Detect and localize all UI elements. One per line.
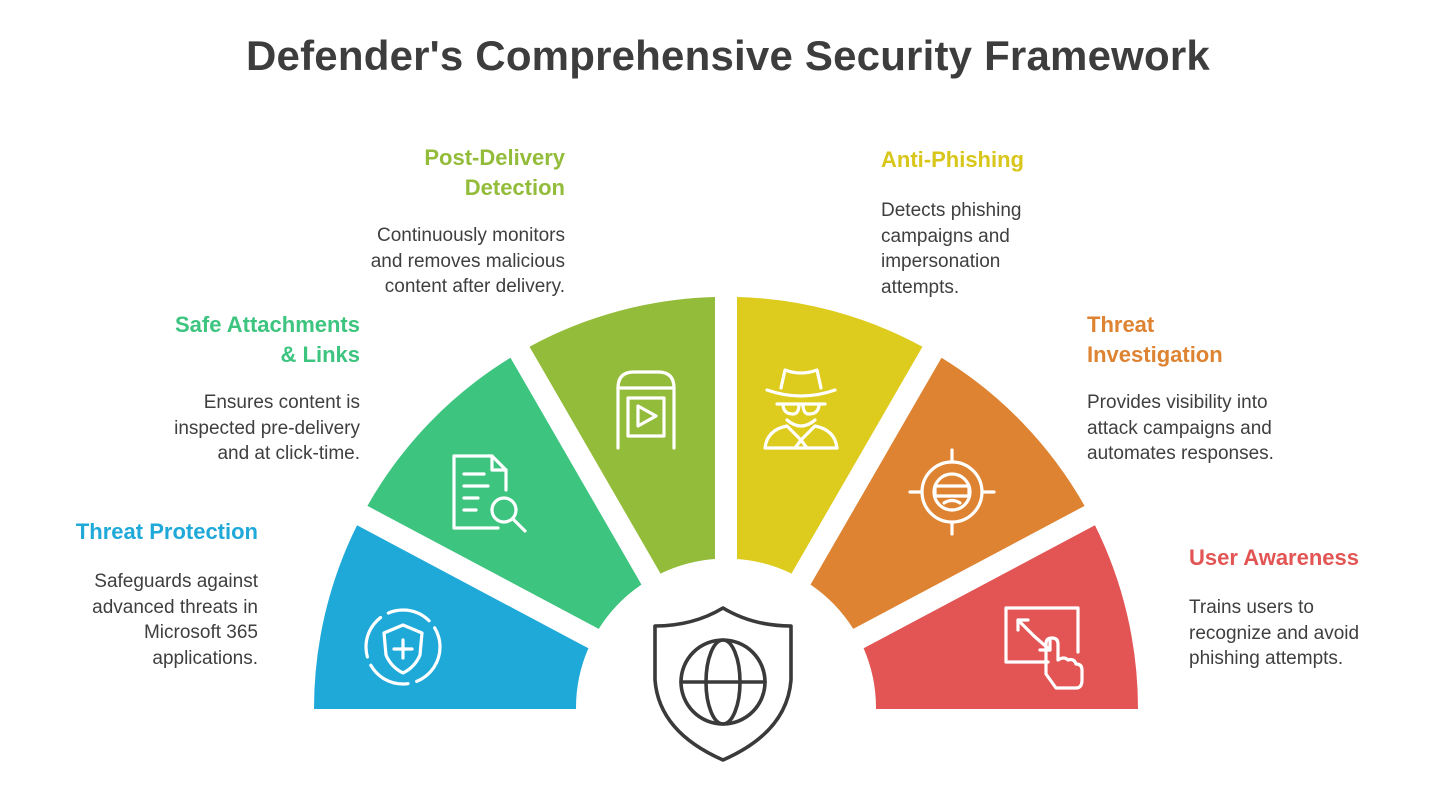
heading-line: User Awareness [1189,545,1359,570]
description-line: Trains users to [1189,597,1314,618]
heading-line: Detection [464,175,565,200]
label-post-delivery: Post-Delivery Detection Continuously mon… [285,143,565,300]
description-user-awareness: Trains users to recognize and avoid phis… [1189,595,1429,672]
description-safe-attachments: Ensures content is inspected pre-deliver… [90,390,360,467]
segment-post-delivery [529,297,715,574]
spy-icon [763,368,839,450]
description-line: and removes malicious [370,250,565,272]
label-user-awareness: User Awareness Trains users to recognize… [1189,543,1429,672]
description-line: Microsoft 365 [143,622,258,643]
segment-threat-investigation [810,357,1085,629]
shield-plus-icon [364,608,442,686]
heading-line: Threat Protection [75,519,258,544]
heading-threat-protection: Threat Protection [20,517,258,547]
description-line: Safeguards against [94,571,258,592]
description-line: Ensures content is [203,392,360,413]
description-line: Provides visibility into [1087,392,1268,413]
description-line: and at click-time. [217,443,360,464]
description-line: Continuously monitors [377,225,565,246]
description-line: automates responses. [1087,443,1274,464]
heading-line: & Links [280,342,360,367]
label-anti-phishing: Anti-Phishing Detects phishing campaigns… [881,145,1141,300]
description-line: recognize and avoid [1189,622,1360,644]
label-safe-attachments: Safe Attachments & Links Ensures content… [90,310,360,467]
heading-line: Anti-Phishing [881,147,1024,172]
heading-line: Safe Attachments [174,312,360,337]
description-line: inspected pre-delivery [174,417,360,439]
document-search-icon [452,454,527,533]
description-post-delivery: Continuously monitors and removes malici… [285,223,565,300]
segment-threat-protection [313,525,589,709]
segment-safe-attachments [367,357,642,629]
touch-resize-icon [1004,606,1084,690]
description-line: Detects phishing [881,200,1022,221]
description-line: content after delivery. [384,276,565,297]
description-threat-investigation: Provides visibility into attack campaign… [1087,390,1347,467]
heading-line: Post-Delivery [424,145,565,170]
description-anti-phishing: Detects phishing campaigns and impersona… [881,198,1141,300]
heading-line: Threat [1087,312,1155,337]
target-thief-icon [908,448,996,536]
description-line: attack campaigns and [1087,417,1272,439]
heading-safe-attachments: Safe Attachments & Links [90,310,360,370]
label-threat-investigation: Threat Investigation Provides visibility… [1087,310,1347,467]
description-line: impersonation [881,251,1001,272]
mailbox-icon [616,370,676,450]
shield-globe-icon [653,606,793,762]
description-line: campaigns and [881,225,1010,247]
page-title: Defender's Comprehensive Security Framew… [246,32,1210,79]
segment-anti-phishing [737,297,923,574]
description-line: advanced threats in [92,596,258,618]
label-threat-protection: Threat Protection Safeguards against adv… [20,517,258,671]
description-line: attempts. [881,276,960,298]
heading-user-awareness: User Awareness [1189,543,1429,573]
heading-threat-investigation: Threat Investigation [1087,310,1347,370]
description-line: phishing attempts. [1189,648,1344,669]
description-line: applications. [152,647,258,669]
heading-line: Investigation [1087,342,1223,367]
segment-user-awareness [863,525,1139,709]
heading-anti-phishing: Anti-Phishing [881,145,1141,175]
description-threat-protection: Safeguards against advanced threats in M… [20,569,258,671]
heading-post-delivery: Post-Delivery Detection [285,143,565,203]
